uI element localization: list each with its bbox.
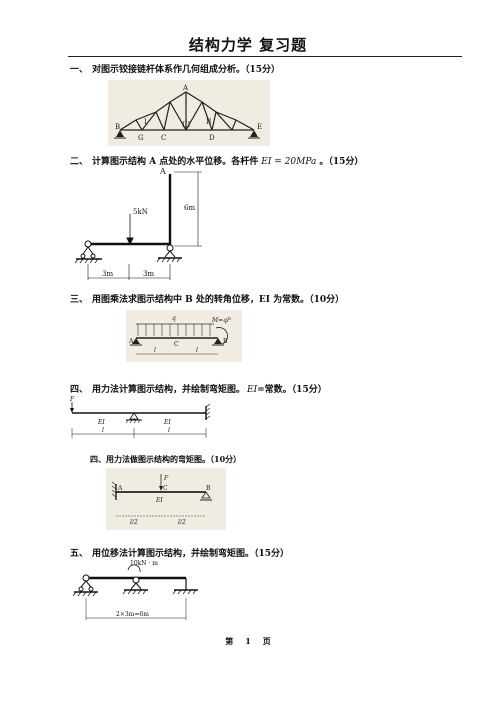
- page-footer: 第 1 页: [0, 636, 496, 647]
- truss-supports: [114, 130, 260, 139]
- distributed-load-arrows: [137, 324, 211, 336]
- question-number: 五、: [70, 549, 89, 559]
- length-label: l: [154, 347, 156, 354]
- question-text-end: 。（15分）: [319, 157, 364, 167]
- dimension-lines: [71, 428, 207, 438]
- span-label: 3m: [143, 270, 154, 278]
- pin-support-left: [74, 240, 102, 264]
- frame-figure: A 5kN 6m 3m 3m: [74, 167, 202, 280]
- supports: [130, 338, 224, 346]
- question-1: 一、对图示铰接链杆体系作几何组成分析。（15分）: [70, 62, 280, 75]
- node-a-label: A: [117, 485, 123, 492]
- question-4: 四、用力法计算图示结构，并绘制弯矩图。EI=常数。（15分）: [70, 382, 327, 395]
- continuous-beam-figure: 10kN · m 2×3m=6m: [72, 560, 198, 620]
- page-title: 结构力学 复习题: [188, 36, 308, 54]
- node-b-label: B: [223, 338, 228, 345]
- point-a-label: A: [159, 167, 166, 176]
- load-label: 5kN: [133, 208, 148, 216]
- question-text: 用位移法计算图示结构，并绘制弯矩图。（15分）: [92, 549, 290, 559]
- node-a-label: A: [128, 338, 134, 345]
- panel-label: III: [182, 121, 191, 129]
- panel-label: II: [206, 118, 212, 126]
- dimension-lines: [85, 598, 187, 620]
- moment-arrow: [215, 327, 228, 345]
- question-text: 对图示铰接链杆体系作几何组成分析。（15分）: [92, 65, 281, 75]
- height-label: 6m: [184, 204, 195, 212]
- node-label: C: [161, 134, 166, 142]
- node-b-label: B: [206, 485, 211, 492]
- pin-support-middle: [122, 576, 148, 595]
- length-label: l: [196, 347, 198, 354]
- length-label: l/2: [178, 519, 186, 526]
- ei-value: EI: [247, 385, 258, 395]
- middle-support: [125, 412, 142, 424]
- question-text: 计算图示结构 A 点处的水平位移。各杆件: [92, 157, 259, 167]
- load-label: F: [163, 475, 169, 482]
- question-number: 三、: [70, 295, 89, 305]
- node-label: E: [257, 123, 262, 131]
- question-text: 用力法计算图示结构，并绘制弯矩图。: [92, 385, 246, 395]
- beam-figure-q4: F EI EI l l: [69, 396, 211, 438]
- span-label: 3m: [102, 270, 113, 278]
- question-5: 五、用位移法计算图示结构，并绘制弯矩图。（15分）: [70, 546, 289, 559]
- fixed-support: [205, 403, 211, 420]
- title-rule: [68, 56, 462, 57]
- node-label-top: A: [182, 84, 189, 92]
- ei-label: EI: [97, 419, 105, 426]
- node-label: D: [209, 134, 215, 142]
- node-c-label: C: [174, 341, 179, 348]
- force-label: F: [69, 396, 75, 403]
- question-number: 四、: [70, 385, 89, 395]
- question-number: 一、: [70, 65, 89, 75]
- force-arrowhead: [70, 408, 74, 413]
- pin-support-right: [156, 244, 182, 263]
- photo-background: [108, 80, 270, 146]
- fixed-support-right: [172, 578, 198, 595]
- moment-label: 10kN · m: [130, 560, 158, 567]
- photo-background: [126, 310, 242, 362]
- ei-label: EI: [155, 497, 163, 504]
- question-number: 二、: [70, 157, 89, 167]
- moment-arrow: [127, 564, 141, 573]
- length-label: l: [102, 427, 104, 434]
- roller-support-right: [200, 491, 212, 501]
- moment-label: M=ql²: [211, 317, 232, 324]
- beam-figure-q3: q M=ql² A C B l l: [126, 310, 242, 362]
- load-arrowhead: [159, 486, 163, 491]
- load-q-label: q: [172, 315, 176, 322]
- question-text: 四、用力法做图示结构的弯矩图。（10分）: [90, 454, 242, 464]
- ei-value: EI = 20MPa: [261, 157, 317, 167]
- panel-label: I: [144, 118, 147, 126]
- length-label: l/2: [130, 519, 138, 526]
- beam-figure-q4b: A F C B EI l/2 l/2: [106, 468, 226, 530]
- ei-label: EI: [163, 419, 171, 426]
- footer-prefix: 第: [225, 636, 234, 646]
- truss-figure: A B G C D E I II III: [108, 80, 270, 146]
- question-text: 用图乘法求图示结构中 B 处的转角位移，EI 为常数。（10分）: [92, 295, 345, 305]
- span-label: 2×3m=6m: [116, 611, 149, 618]
- question-text-end: =常数。（15分）: [257, 385, 327, 395]
- node-c-label: C: [163, 485, 168, 492]
- pin-support-left: [72, 574, 98, 597]
- truss-members: [119, 91, 255, 131]
- node-label: G: [138, 134, 144, 142]
- frame-members: [88, 171, 202, 247]
- question-4b: 四、用力法做图示结构的弯矩图。（10分）: [90, 454, 241, 465]
- dimension-lines: [87, 264, 171, 280]
- length-label: l: [168, 427, 170, 434]
- photo-background: [106, 468, 226, 530]
- page-number: 1: [245, 636, 251, 646]
- node-label: B: [115, 123, 120, 131]
- footer-suffix: 页: [262, 636, 271, 646]
- question-3: 三、用图乘法求图示结构中 B 处的转角位移，EI 为常数。（10分）: [70, 292, 344, 305]
